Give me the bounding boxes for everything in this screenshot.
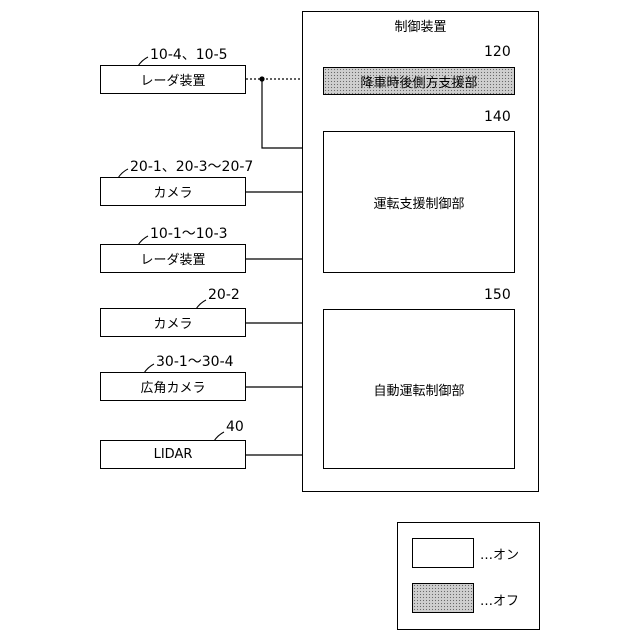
legend-on-label: …オン — [480, 544, 519, 563]
ref-150: 150 — [484, 287, 511, 303]
sensor-radar-front-label: レーダ装置 — [100, 244, 246, 273]
autonomous-driving-label: 自動運転制御部 — [323, 309, 515, 469]
sensor-camera-front-ref: 20-2 — [208, 287, 240, 303]
legend-off-swatch — [412, 583, 474, 613]
sensor-camera-front-label: カメラ — [100, 308, 246, 337]
driving-support-label: 運転支援制御部 — [323, 131, 515, 273]
sensor-lidar-ref: 40 — [226, 419, 244, 435]
ref-140: 140 — [484, 109, 511, 125]
sensor-radar-rear-ref: 10-4、10-5 — [150, 44, 228, 64]
legend-off-label: …オフ — [480, 590, 519, 609]
sensor-wide-camera-ref: 30-1～30-4 — [156, 351, 234, 371]
control-unit-title: 制御装置 — [302, 16, 539, 34]
rear-side-assist-label: 降車時後側方支援部 — [323, 67, 515, 95]
sensor-wide-camera-label: 広角カメラ — [100, 372, 246, 401]
sensor-radar-rear-label: レーダ装置 — [100, 65, 246, 94]
ref-120: 120 — [484, 44, 511, 60]
sensor-lidar-label: LIDAR — [100, 440, 246, 469]
sensor-radar-front-ref: 10-1～10-3 — [150, 223, 228, 243]
legend-on-swatch — [412, 538, 474, 568]
sensor-camera-multi-ref: 20-1、20-3～20-7 — [130, 156, 253, 176]
sensor-camera-multi-label: カメラ — [100, 177, 246, 206]
